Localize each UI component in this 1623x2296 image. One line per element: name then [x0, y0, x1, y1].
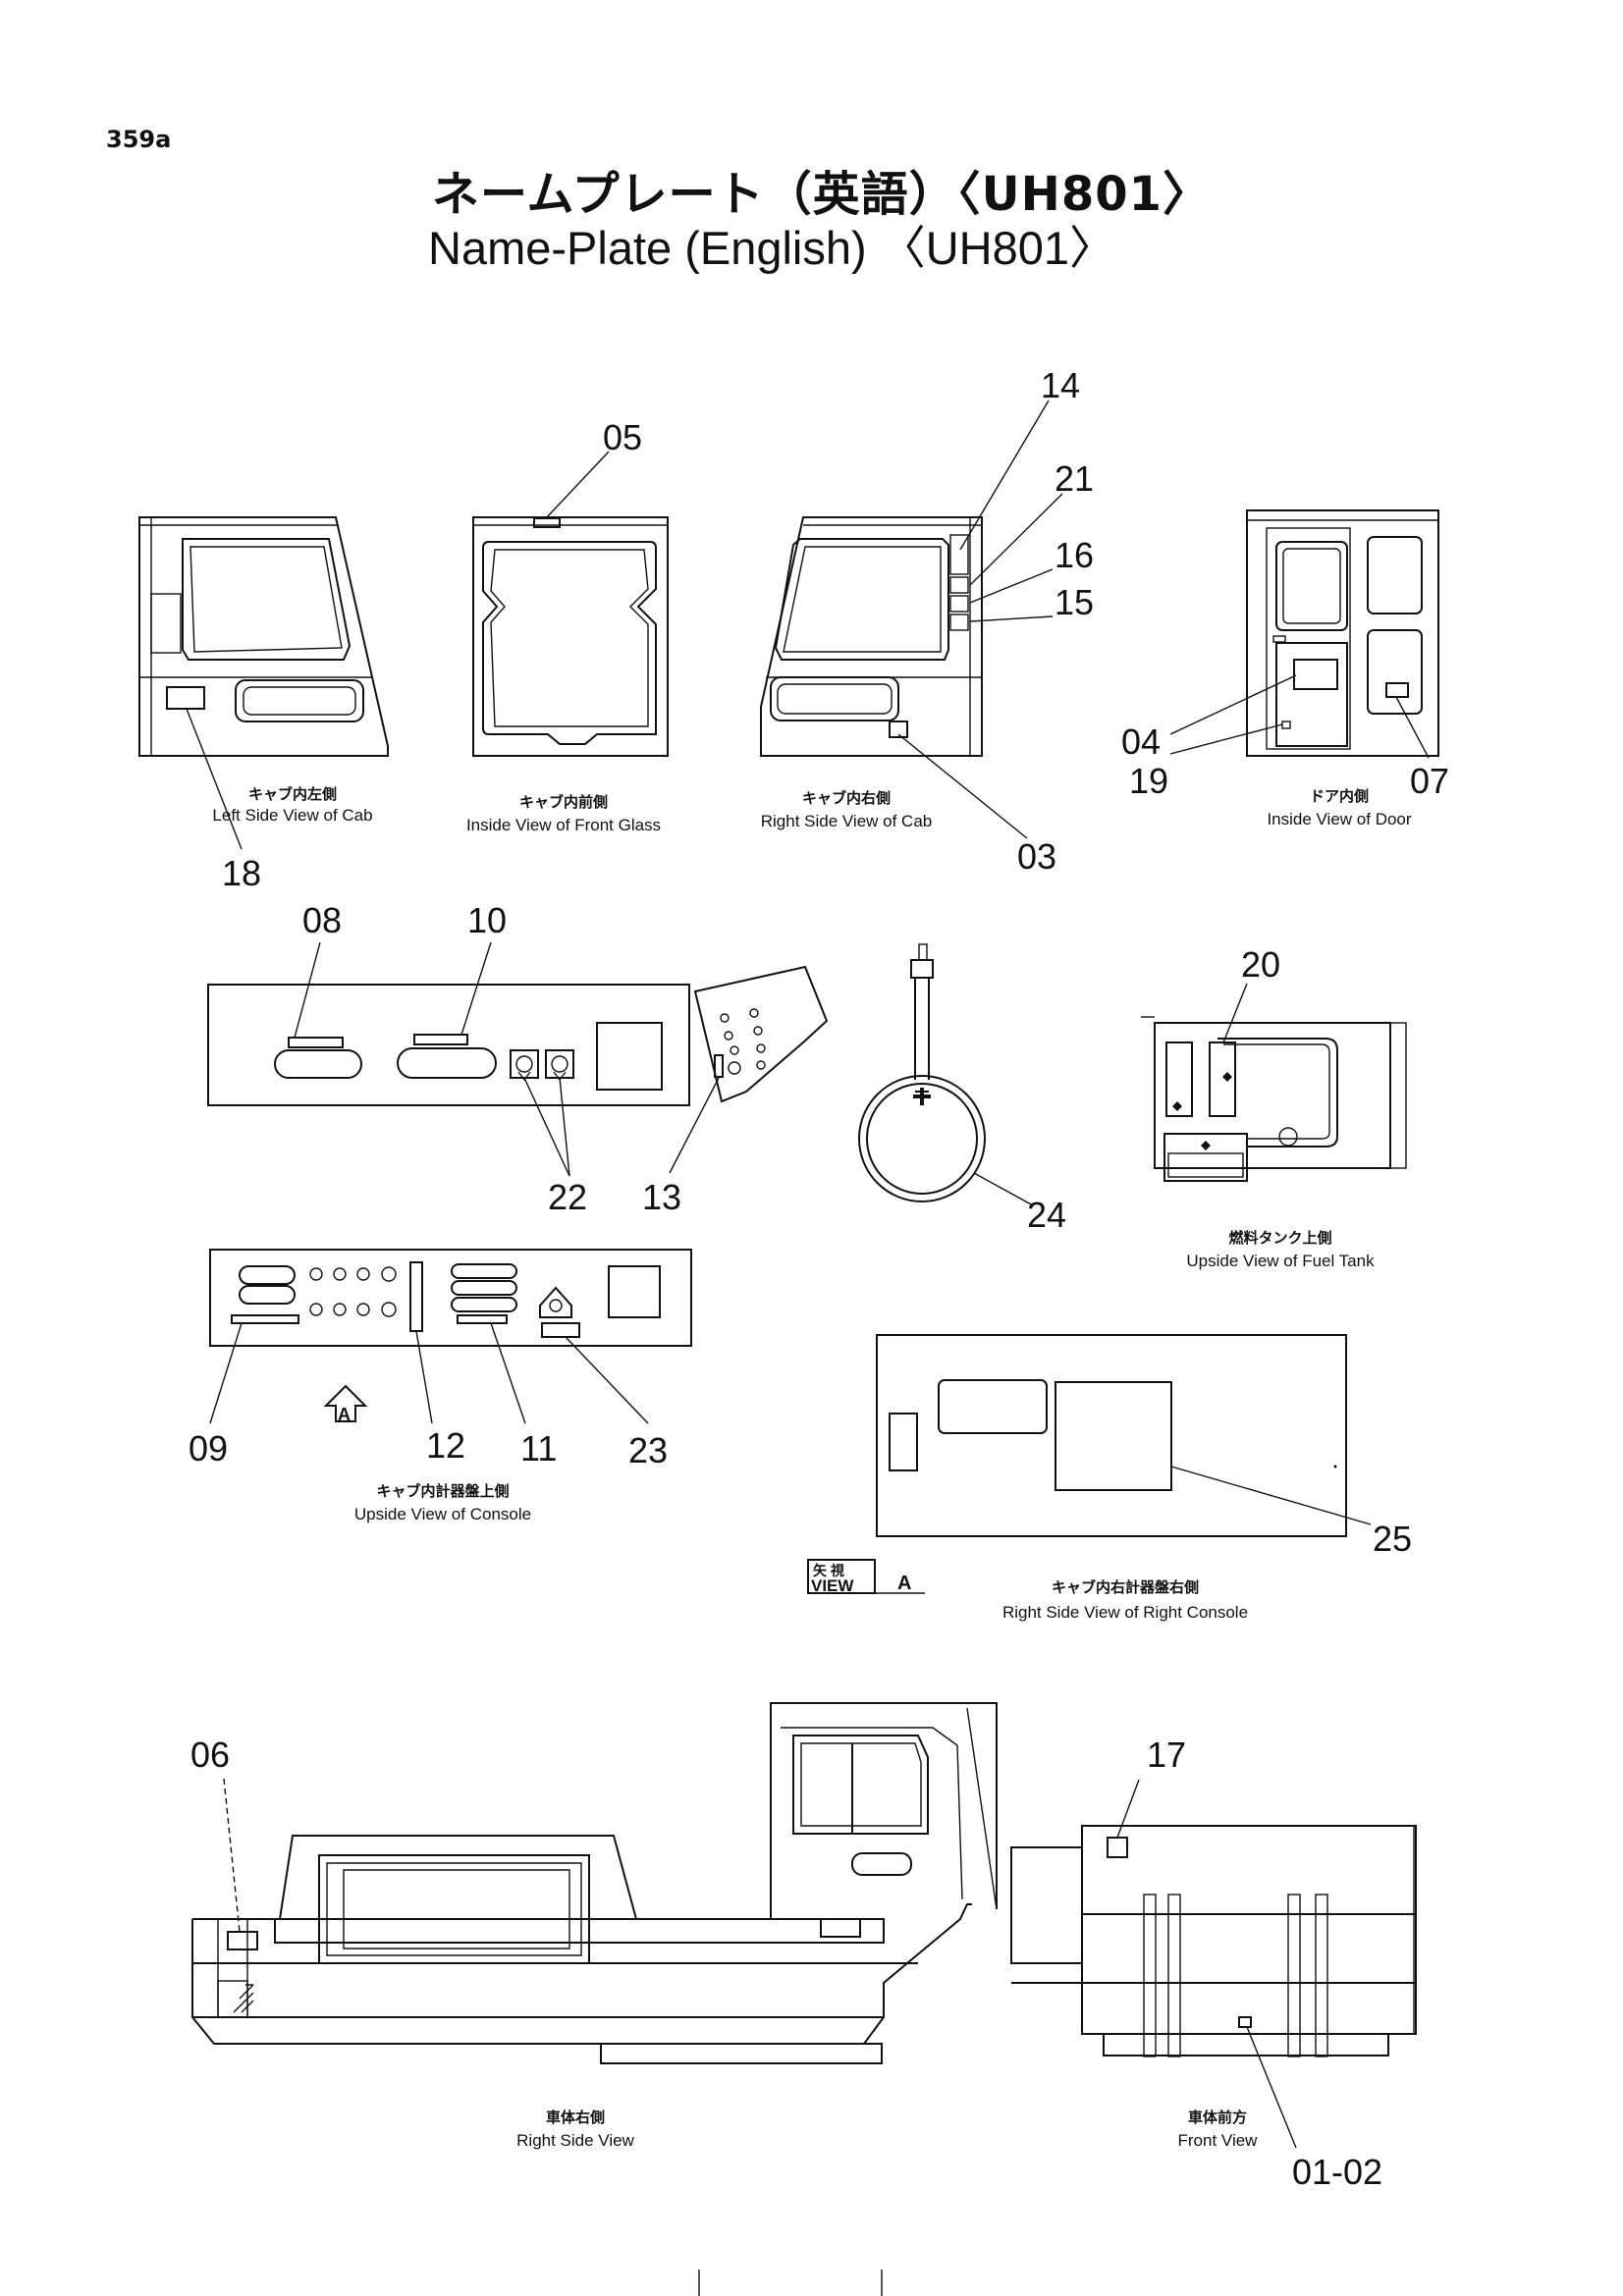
callout-01-02: 01-02 — [1292, 2152, 1382, 2192]
nameplate-10 — [413, 1034, 468, 1045]
callout-19: 19 — [1129, 761, 1168, 801]
view-marker-letter: A — [897, 1573, 911, 1594]
caption-right-side-jp: 車体右側 — [546, 2109, 605, 2126]
title-japanese: ネームプレート（英語）〈UH801〉 — [432, 167, 1212, 222]
caption-right-console-en: Right Side View of Right Console — [1002, 1603, 1248, 1622]
arrow-marker-letter: A — [338, 1405, 351, 1424]
caption-left-cab-en: Left Side View of Cab — [212, 806, 372, 825]
caption-left-cab-jp: キャブ内左側 — [248, 785, 337, 803]
nameplate-05 — [533, 517, 561, 528]
caption-right-cab-jp: キャブ内右側 — [802, 789, 891, 807]
callout-13: 13 — [642, 1177, 681, 1217]
nameplate-16 — [949, 595, 969, 613]
nameplate-19 — [1281, 721, 1291, 729]
nameplate-01-02 — [1238, 2016, 1252, 2028]
steering-wheel — [858, 943, 986, 1202]
callout-04: 04 — [1121, 721, 1161, 762]
caption-console-jp: キャブ内計器盤上側 — [376, 1482, 509, 1500]
title-english: Name-Plate (English) 〈UH801〉 — [428, 222, 1116, 274]
nameplate-20 — [1209, 1041, 1236, 1117]
nameplate-12 — [409, 1261, 423, 1332]
nameplate-18 — [166, 686, 205, 710]
scan-marks — [698, 2269, 883, 2296]
callout-12: 12 — [426, 1425, 465, 1466]
caption-door-en: Inside View of Door — [1267, 810, 1411, 828]
caption-door-jp: ドア内側 — [1310, 787, 1369, 805]
nameplate-09 — [231, 1314, 299, 1324]
page-number: 359a — [106, 126, 172, 153]
callout-15: 15 — [1055, 582, 1094, 622]
leader-lines — [186, 400, 1430, 2149]
nameplate-08 — [288, 1037, 344, 1048]
caption-front-en: Front View — [1178, 2131, 1259, 2150]
callout-18: 18 — [222, 853, 261, 893]
nameplate-21 — [949, 576, 969, 594]
caption-front-jp: 車体前方 — [1188, 2109, 1247, 2126]
nameplate-23 — [541, 1322, 580, 1338]
caption-right-cab-en: Right Side View of Cab — [761, 812, 933, 830]
callout-20: 20 — [1241, 944, 1280, 985]
callout-16: 16 — [1055, 535, 1094, 575]
view-a-marker — [807, 1559, 925, 1594]
nameplate-22b — [545, 1049, 574, 1079]
door-view — [1246, 509, 1439, 757]
callout-23: 23 — [628, 1430, 668, 1470]
fuel-tank-view — [1141, 1016, 1407, 1182]
nameplate-13 — [714, 1054, 724, 1078]
right-side-view — [191, 1702, 998, 2064]
nameplate-07 — [1385, 682, 1409, 698]
callout-11: 11 — [520, 1428, 557, 1468]
nameplate-17 — [1107, 1837, 1128, 1858]
callout-05: 05 — [603, 417, 642, 457]
caption-fuel-tank-en: Upside View of Fuel Tank — [1186, 1252, 1375, 1270]
caption-right-console-jp: キャブ内右計器盤右側 — [1052, 1578, 1199, 1596]
callout-21: 21 — [1055, 458, 1094, 499]
console-panel — [207, 965, 829, 1106]
view-marker-jp: 矢 視 — [813, 1563, 844, 1578]
nameplate-25 — [1055, 1381, 1172, 1491]
nameplate-22a — [510, 1049, 539, 1079]
callout-10: 10 — [467, 900, 507, 940]
caption-front-glass-jp: キャブ内前側 — [519, 793, 608, 811]
nameplate-11 — [457, 1314, 508, 1324]
view-marker-label: VIEW — [811, 1576, 854, 1595]
callout-06: 06 — [190, 1735, 230, 1775]
callout-22: 22 — [548, 1177, 587, 1217]
callout-08: 08 — [302, 900, 342, 940]
nameplate-14 — [949, 534, 969, 575]
front-glass-view — [472, 516, 669, 757]
caption-fuel-tank-jp: 燃料タンク上側 — [1228, 1229, 1331, 1247]
callout-24: 24 — [1027, 1195, 1066, 1235]
nameplate-03 — [889, 721, 908, 738]
callout-09: 09 — [189, 1428, 228, 1468]
console-upside-view — [209, 1249, 692, 1422]
caption-console-en: Upside View of Console — [354, 1505, 531, 1523]
right-console-view — [876, 1334, 1347, 1537]
front-view — [1010, 1825, 1417, 2057]
right-cab-view — [760, 516, 983, 757]
nameplate-15 — [949, 614, 969, 631]
callout-14: 14 — [1041, 365, 1080, 405]
callout-07: 07 — [1410, 761, 1449, 801]
caption-right-side-en: Right Side View — [516, 2131, 634, 2150]
callout-03: 03 — [1017, 836, 1056, 877]
callout-17: 17 — [1147, 1735, 1186, 1775]
left-cab-view — [138, 516, 389, 757]
nameplate-04 — [1293, 659, 1338, 690]
callout-25: 25 — [1373, 1519, 1412, 1559]
caption-front-glass-en: Inside View of Front Glass — [466, 816, 661, 834]
nameplate-06 — [227, 1931, 258, 1950]
